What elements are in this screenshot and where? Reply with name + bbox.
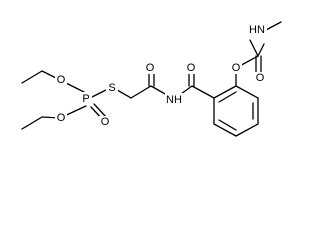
label-bg [144,61,156,74]
label-bg [230,61,242,74]
atom-o-ethoxy-top: O [57,74,66,86]
label-bg [55,73,67,86]
atom-o-ethoxy-bottom: O [57,112,66,124]
label-bg [254,72,266,85]
label-bg [165,93,183,106]
atom-phosphorus: P [82,93,89,105]
bond [265,21,282,31]
bond [249,39,259,57]
atom-o-amide-left: O [146,62,155,74]
atom-label-backgrounds [55,23,267,129]
bond [235,85,259,99]
bond [218,91,237,103]
label-bg [80,92,92,105]
atom-sulfur: S [108,82,115,94]
label-bg [99,116,111,129]
atom-o-ester: O [232,62,241,74]
bond [191,85,215,99]
atom-o-phosphoryl: O [101,116,110,128]
label-bg [185,61,197,74]
chemical-structure: O O P O S O NH O O O HN [21,21,282,137]
bond [235,123,259,137]
label-bg [106,81,118,94]
label-bg [247,23,267,36]
atom-o-amide-right: O [187,62,196,74]
bond [21,116,43,130]
bond [93,103,108,119]
bond [257,43,265,57]
label-bg [55,112,67,125]
atom-hn-methyl: HN [249,24,265,36]
bond [213,123,237,137]
bond [213,85,237,99]
atom-nh-imide: NH [166,94,182,106]
bond [218,119,237,131]
atom-o-carbamate: O [256,72,265,84]
bond [130,85,152,99]
atom-labels: O O P O S O NH O O O HN [57,24,265,128]
bond [21,70,43,84]
